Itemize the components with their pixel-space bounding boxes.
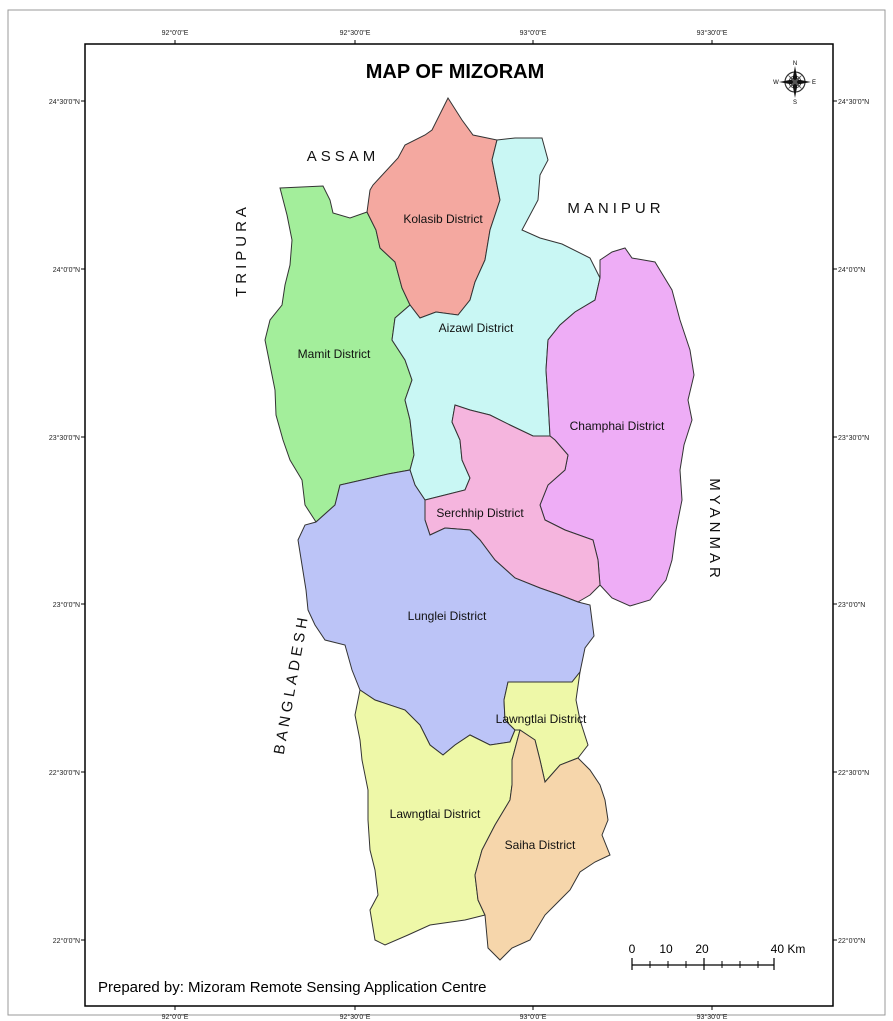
compass-e: E [812,80,816,86]
label-kolasib: Kolasib District [403,212,483,226]
map-title: MAP OF MIZORAM [366,61,545,83]
scale-label-20: 20 [695,942,709,956]
credit-text: Prepared by: Mizoram Remote Sensing Appl… [98,979,487,996]
neighbor-manipur: MANIPUR [567,200,664,217]
lon-tick-bottom-3: 93°0'0"E [520,1013,547,1021]
lon-tick-top-3: 93°0'0"E [520,29,547,37]
neighbor-assam: ASSAM [307,148,380,165]
lon-tick-top-2: 92°30'0"E [340,29,371,37]
lat-tick-right-3: 23°30'0"N [838,434,869,442]
label-lunglei: Lunglei District [408,609,487,623]
label-champhai: Champhai District [570,419,665,433]
label-aizawl: Aizawl District [439,321,514,335]
district-saiha[interactable] [474,729,611,961]
lat-tick-left-6: 22°0'0"N [53,937,80,945]
lon-tick-bottom-4: 93°30'0"E [697,1013,728,1021]
districts-layer [264,96,695,961]
scale-label-10: 10 [659,942,673,956]
lat-tick-left-1: 24°30'0"N [49,98,80,106]
compass-s: S [793,100,797,106]
lat-tick-right-2: 24°0'0"N [838,266,865,274]
scale-bar: 0 10 20 40 Km [629,942,806,970]
lat-tick-left-5: 22°30'0"N [49,769,80,777]
compass-n: N [793,61,797,67]
lat-tick-left-2: 24°0'0"N [53,266,80,274]
lat-tick-right-6: 22°0'0"N [838,937,865,945]
label-lawngtlai-south: Lawngtlai District [390,807,481,821]
compass-w: W [773,80,779,86]
frame-ticks [81,40,837,1010]
lat-tick-right-5: 22°30'0"N [838,769,869,777]
neighbor-myanmar: MYANMAR [706,478,723,582]
lat-tick-left-3: 23°30'0"N [49,434,80,442]
neighbor-tripura: TRIPURA [233,203,250,297]
label-mamit: Mamit District [298,347,371,361]
district-champhai[interactable] [539,247,695,607]
lon-tick-top-4: 93°30'0"E [697,29,728,37]
scale-label-40: 40 Km [771,942,806,956]
lat-tick-right-4: 23°0'0"N [838,601,865,609]
lon-tick-bottom-2: 92°30'0"E [340,1013,371,1021]
lon-tick-bottom-1: 92°0'0"E [162,1013,189,1021]
label-lawngtlai-north: Lawngtlai District [496,712,587,726]
scale-label-0: 0 [629,942,636,956]
lon-tick-top-1: 92°0'0"E [162,29,189,37]
label-saiha: Saiha District [505,838,576,852]
compass-icon: N S E W [773,61,816,106]
lat-tick-right-1: 24°30'0"N [838,98,869,106]
label-serchhip: Serchhip District [436,506,524,520]
lat-tick-left-4: 23°0'0"N [53,601,80,609]
